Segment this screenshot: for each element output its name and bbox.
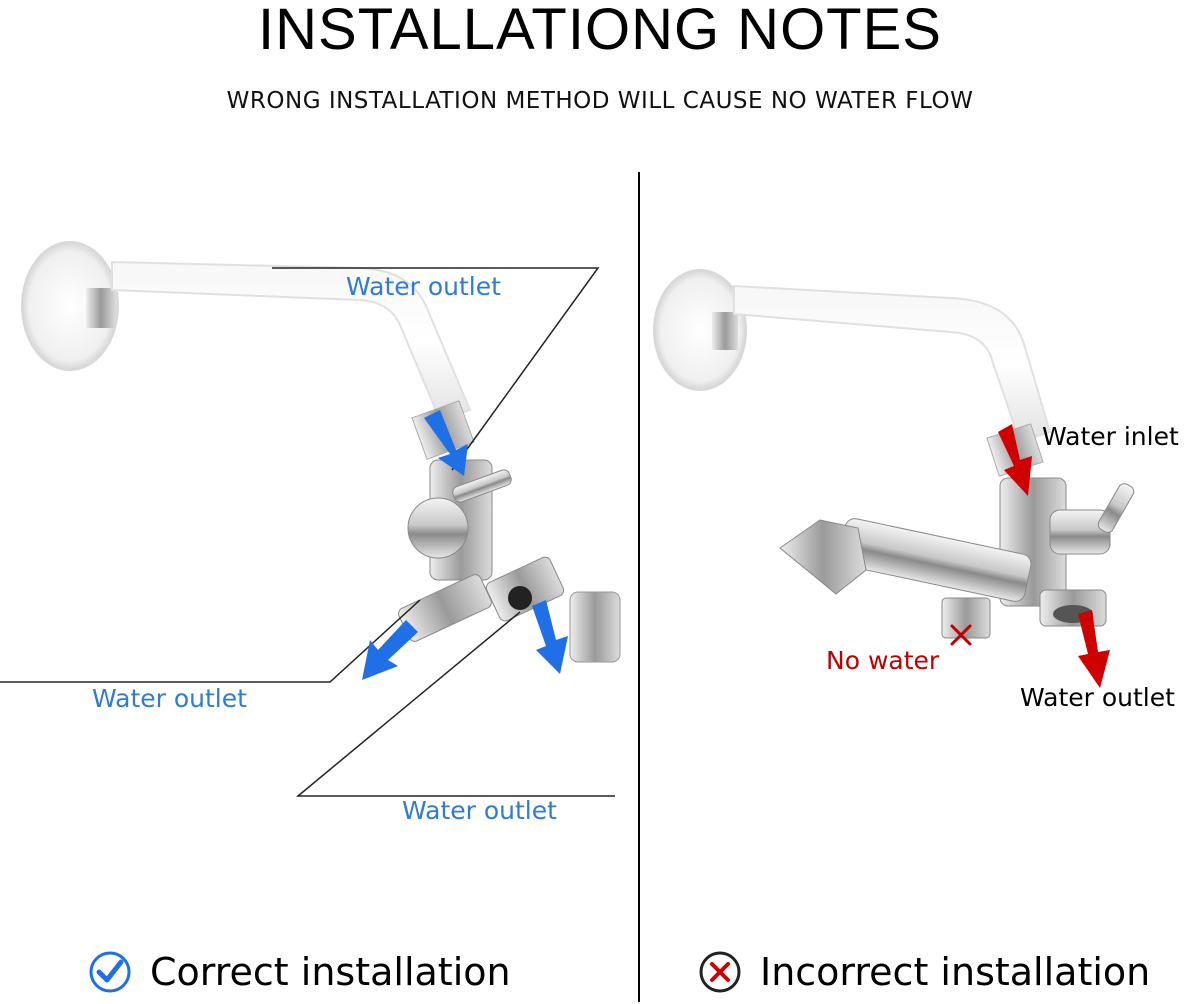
caption-incorrect: Incorrect installation [698, 950, 1150, 994]
left-diverter-valve [398, 459, 621, 663]
caption-incorrect-text: Incorrect installation [760, 950, 1151, 994]
label-water-outlet-top: Water outlet [346, 272, 501, 301]
right-red-arrows [998, 424, 1110, 688]
left-callout-lines [0, 267, 615, 797]
label-water-outlet-left: Water outlet [92, 684, 247, 713]
label-water-outlet-bottom: Water outlet [402, 796, 557, 825]
check-circle-icon [89, 951, 131, 993]
no-water-x-icon [950, 624, 972, 646]
x-circle-icon [699, 951, 741, 993]
page-subtitle: WRONG INSTALLATION METHOD WILL CAUSE NO … [226, 88, 974, 114]
caption-correct-text: Correct installation [150, 950, 511, 994]
label-no-water: No water [826, 646, 940, 675]
label-water-inlet: Water inlet [1042, 422, 1179, 451]
label-water-outlet-right: Water outlet [1020, 683, 1175, 712]
panel-divider [638, 172, 640, 1002]
right-diverter-valve [779, 477, 1135, 639]
page-title: INSTALLATIONG NOTES [258, 0, 942, 62]
caption-correct: Correct installation [88, 950, 511, 994]
left-blue-arrows [362, 410, 568, 680]
right-shower-arm [653, 269, 1052, 477]
